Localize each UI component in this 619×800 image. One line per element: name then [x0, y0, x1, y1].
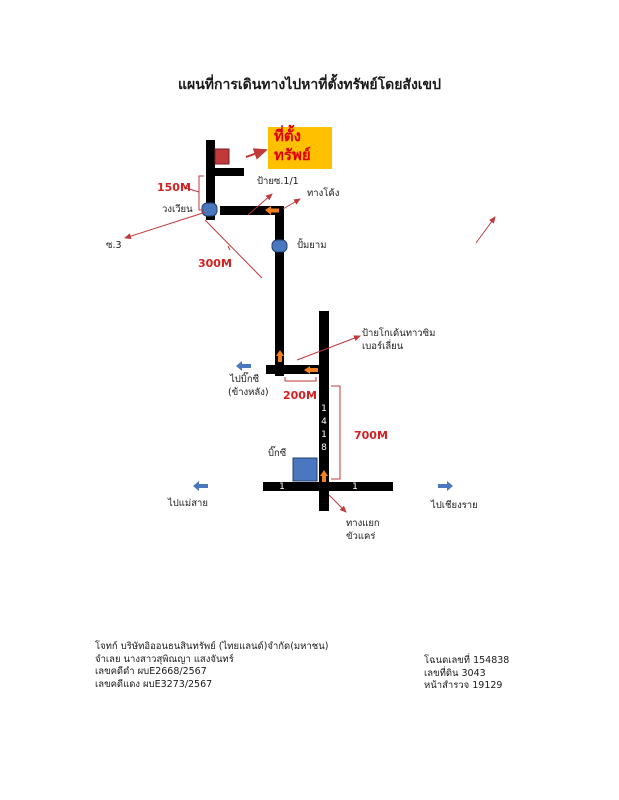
- black-case-number: เลขคดีดำ ผบE2668/2567: [95, 666, 207, 677]
- road-lower-horizontal: [266, 365, 328, 374]
- road-1418: [319, 311, 329, 511]
- red-case-number: เลขคดีแดง ผบE3273/2567: [95, 678, 213, 690]
- arrow-left-icon: [236, 361, 251, 371]
- pump-marker: [271, 239, 288, 253]
- sign-soi-label: ป้ายซ.1/1: [257, 176, 299, 187]
- target-pointer: [245, 148, 268, 160]
- leader-lines: [124, 148, 496, 513]
- distance-700m: 700M: [354, 429, 388, 442]
- curve-label: ทางโค้ง: [307, 188, 340, 199]
- property-label-line2: ทรัพย์: [274, 146, 311, 164]
- case-info: โจทก์ บริษัทอิออนธนสินทรัพย์ (ไทยแลนด์)จ…: [95, 641, 328, 691]
- pump-label: ปั้มยาม: [297, 240, 327, 251]
- road-number-digit: 4: [321, 417, 327, 427]
- defendant-line: จำเลย นางสาวสุพิณญา แสงจันทร์: [95, 653, 234, 665]
- road-number-digit: 1: [321, 430, 327, 440]
- road-middle-vertical: [275, 206, 284, 376]
- road-top-spur: [206, 168, 244, 176]
- road-number-digit: 1: [321, 404, 327, 414]
- arrow-left-icon: [304, 366, 318, 374]
- road-upper-horizontal: [220, 206, 283, 215]
- roads: [206, 140, 393, 511]
- arrow-up-icon: [320, 470, 328, 482]
- bracket-300m: [204, 219, 263, 279]
- road-1: [263, 482, 393, 491]
- distance-150m: 150M: [157, 181, 191, 194]
- arrow-left-icon: [193, 481, 208, 491]
- plaintiff-line: โจทก์ บริษัทอิออนธนสินทรัพย์ (ไทยแลนด์)จ…: [95, 641, 329, 652]
- property-location-box: ที่ตั้ง ทรัพย์: [268, 127, 332, 169]
- coke-sign-label-2: เบอร์เลี่ยน: [362, 341, 404, 352]
- to-maesai-label: ไปแม่สาย: [168, 498, 208, 509]
- arrow-up-icon: [276, 350, 284, 362]
- soi3-label: ซ.3: [106, 240, 122, 251]
- roundabout-label: วงเวียน: [162, 204, 193, 215]
- distance-300m: 300M: [198, 257, 232, 270]
- to-bigc-label-2: (ข้างหลัง): [228, 387, 269, 398]
- bigc-building: [292, 457, 318, 482]
- roundabout-marker: [201, 202, 218, 217]
- bigc-label: บิ๊กซี: [268, 448, 287, 459]
- bracket-200m: [284, 377, 317, 382]
- map-title: แผนที่การเดินทางไปหาที่ตั้งทรัพย์โดยสังเ…: [177, 77, 442, 93]
- survey-page: หน้าสำรวจ 19129: [424, 680, 503, 691]
- road-top-vertical: [206, 140, 215, 220]
- junction-label-1: ทางแยก: [346, 518, 380, 529]
- arrow-right-icon: [438, 481, 453, 491]
- junction-label-2: ขัวแคร่: [346, 531, 376, 542]
- bracket-700m: [331, 385, 341, 480]
- coke-sign-label-1: ป้ายโกเด้นทาวซิม: [362, 328, 436, 339]
- deed-number: โฉนดเลขที่ 154838: [424, 655, 510, 666]
- deed-info: โฉนดเลขที่ 154838 เลขที่ดิน 3043 หน้าสำร…: [424, 655, 509, 693]
- to-bigc-label-1: ไปบิ๊กซี: [230, 374, 260, 385]
- route-arrows: [265, 206, 328, 482]
- road-number-left: 1: [279, 482, 285, 492]
- land-number: เลขที่ดิน 3043: [424, 667, 486, 679]
- road-number-right: 1: [352, 482, 358, 492]
- direction-arrows: [193, 361, 453, 491]
- distance-200m: 200M: [283, 389, 317, 402]
- road-number-digit: 8: [321, 443, 327, 453]
- property-label-line1: ที่ตั้ง: [274, 127, 301, 145]
- arrow-left-icon: [265, 206, 279, 215]
- to-chiangrai-label: ไปเชียงราย: [431, 500, 478, 511]
- property-marker: [214, 148, 230, 165]
- bracket-150m: [198, 175, 204, 211]
